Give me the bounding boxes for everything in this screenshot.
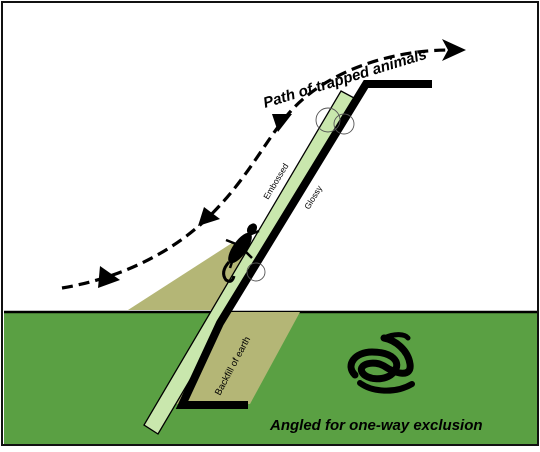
- snake-icon: [347, 332, 415, 394]
- chevron-right-icon: [442, 39, 466, 61]
- chevron-right-icon: [272, 114, 292, 132]
- chevron-right-icon: [198, 207, 220, 226]
- fastener-bottom: [246, 262, 266, 282]
- fence-support: [175, 80, 432, 409]
- animal-path-line: [61, 48, 451, 290]
- fastener-top-right: [333, 113, 355, 135]
- fence-panel: [143, 90, 357, 435]
- lizard-icon: [222, 223, 260, 283]
- backfill-trench: [168, 312, 300, 404]
- diagram-caption: Angled for one-way exclusion: [269, 417, 483, 434]
- chevron-right-icon: [98, 266, 120, 288]
- backfill-slope: [128, 243, 250, 310]
- fastener-top: [315, 107, 341, 133]
